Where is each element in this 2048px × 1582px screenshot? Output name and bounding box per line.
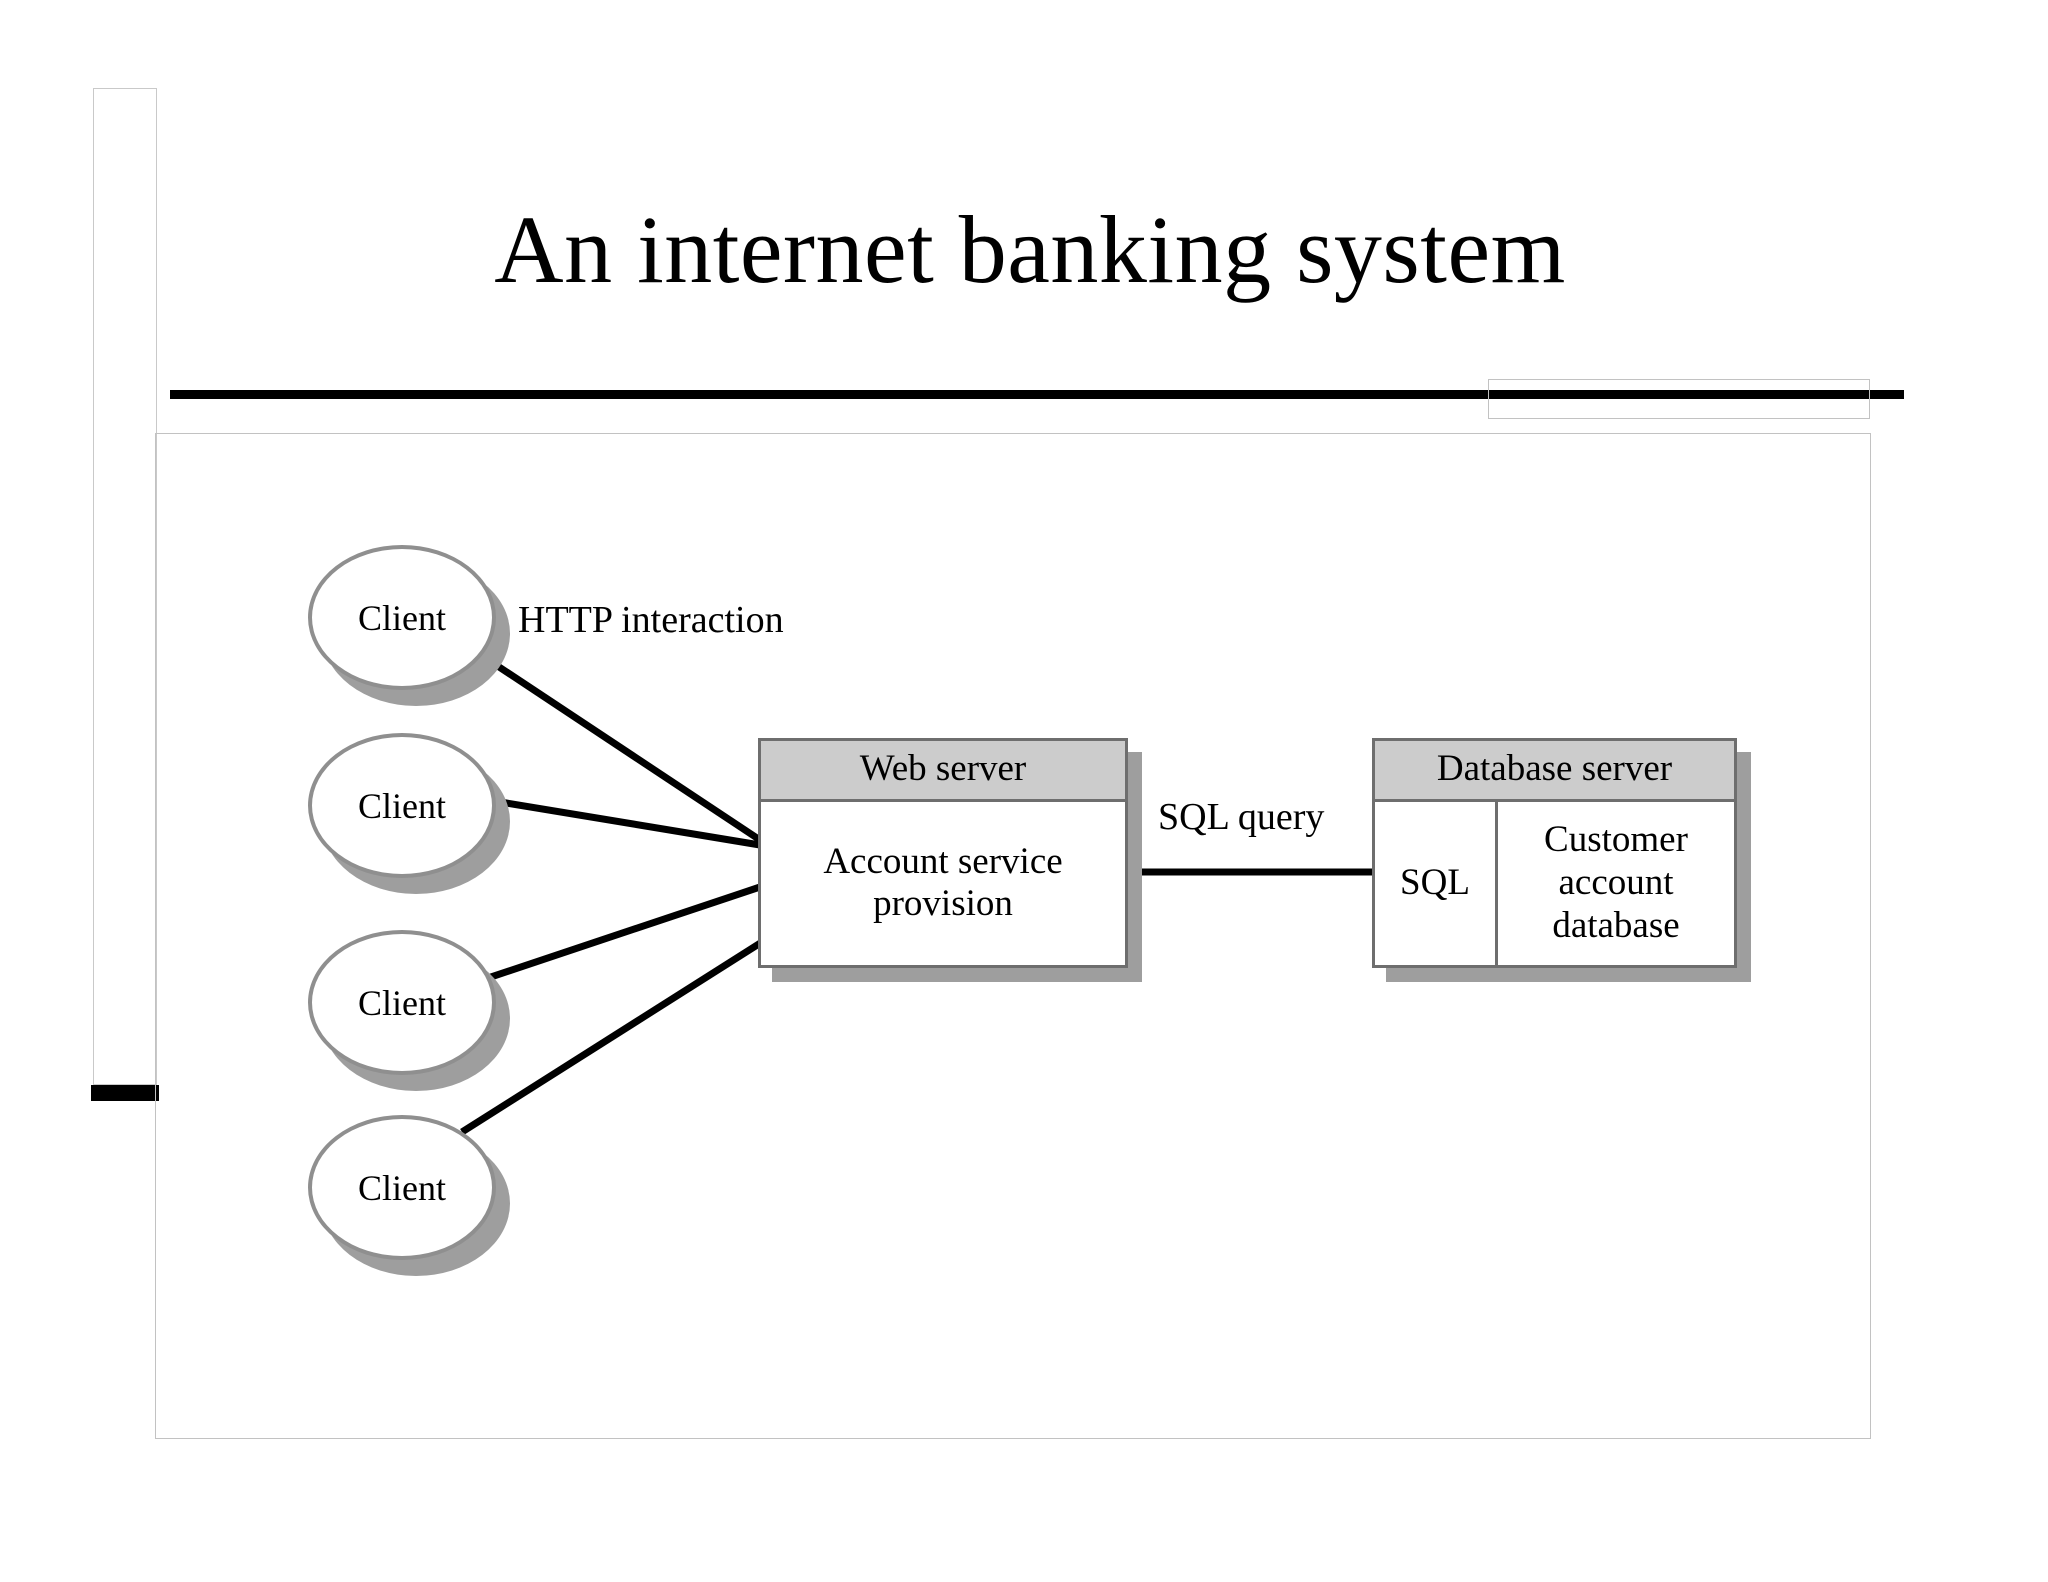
client-ellipse: Client	[308, 545, 496, 690]
web-server-header: Web server	[761, 741, 1125, 802]
database-server-node[interactable]: Database server SQL Customer account dat…	[1372, 738, 1751, 982]
web-server-body: Account service provision	[761, 801, 1125, 965]
client-node-1[interactable]: Client	[308, 545, 510, 706]
client-node-2[interactable]: Client	[308, 733, 510, 894]
client-node-3[interactable]: Client	[308, 930, 510, 1091]
client-label: Client	[358, 982, 446, 1023]
database-server-box: Database server SQL Customer account dat…	[1372, 738, 1737, 968]
decor-left-black-tick	[91, 1085, 159, 1101]
client-label: Client	[358, 785, 446, 826]
web-server-box: Web server Account service provision	[758, 738, 1128, 968]
edge-label-sql-query: SQL query	[1158, 796, 1325, 838]
client-ellipse: Client	[308, 930, 496, 1075]
content-placeholder-frame	[155, 433, 1871, 1439]
page-title: An internet banking system	[494, 196, 1566, 303]
client-node-4[interactable]: Client	[308, 1115, 510, 1276]
client-label: Client	[358, 1167, 446, 1208]
decor-left-vertical-bar	[93, 88, 157, 1085]
decor-right-rectangle	[1488, 379, 1870, 419]
client-ellipse: Client	[308, 733, 496, 878]
database-cell-sql: SQL	[1375, 801, 1498, 965]
web-server-node[interactable]: Web server Account service provision	[758, 738, 1142, 982]
database-cell-customer-account-database: Customer account database	[1544, 819, 1688, 946]
client-label: Client	[358, 597, 446, 638]
client-ellipse: Client	[308, 1115, 496, 1260]
title-underline-rule	[170, 390, 1904, 399]
database-server-body: SQL Customer account database	[1375, 801, 1734, 965]
database-server-header: Database server	[1375, 741, 1734, 802]
edge-label-http: HTTP interaction	[518, 599, 784, 641]
